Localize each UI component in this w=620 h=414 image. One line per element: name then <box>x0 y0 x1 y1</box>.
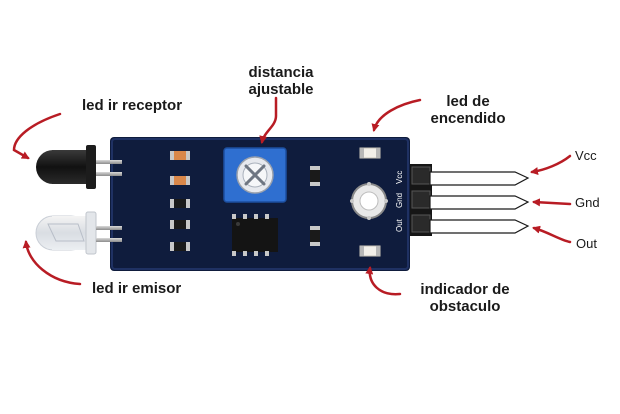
arrow-distancia <box>259 96 278 144</box>
label-led-ir-emisor: led ir emisor <box>92 280 182 297</box>
arrow-vcc <box>530 154 572 176</box>
label-led-ir-receptor: led ir receptor <box>82 97 183 114</box>
ir-receptor-led <box>36 145 122 189</box>
board-text-gnd: Gnd <box>395 193 404 208</box>
ic-chip <box>232 214 278 256</box>
label-encendido-line1: led de <box>446 93 490 110</box>
label-pin-vcc: Vcc <box>575 148 597 163</box>
label-encendido-line2: encendido <box>430 110 506 127</box>
ir-emisor-led <box>35 211 122 255</box>
power-led <box>359 147 381 159</box>
arrow-out <box>532 225 572 244</box>
label-distancia-line1: distancia <box>248 64 314 81</box>
board-text-vcc: Vcc <box>395 171 404 184</box>
arrow-indicador <box>365 266 402 296</box>
arrow-encendido <box>371 98 422 132</box>
arrow-emisor <box>22 240 82 286</box>
pcb-board <box>110 137 410 271</box>
label-indicador-line1: indicador de <box>420 281 510 298</box>
board-text-out: Out <box>395 218 404 232</box>
arrow-receptor <box>12 112 62 160</box>
pin-vcc-wire <box>429 171 530 186</box>
label-pin-gnd: Gnd <box>575 195 600 210</box>
potentiometer <box>223 147 287 203</box>
smd-components <box>170 151 320 251</box>
arrow-gnd <box>532 198 572 207</box>
pin-out-wire <box>429 219 530 234</box>
pin-header <box>410 164 530 236</box>
label-indicador-line2: obstaculo <box>429 298 501 315</box>
pin-gnd-wire <box>429 195 530 210</box>
label-pin-out: Out <box>576 236 597 251</box>
label-distancia-line2: ajustable <box>248 81 314 98</box>
obstacle-led <box>359 245 381 257</box>
